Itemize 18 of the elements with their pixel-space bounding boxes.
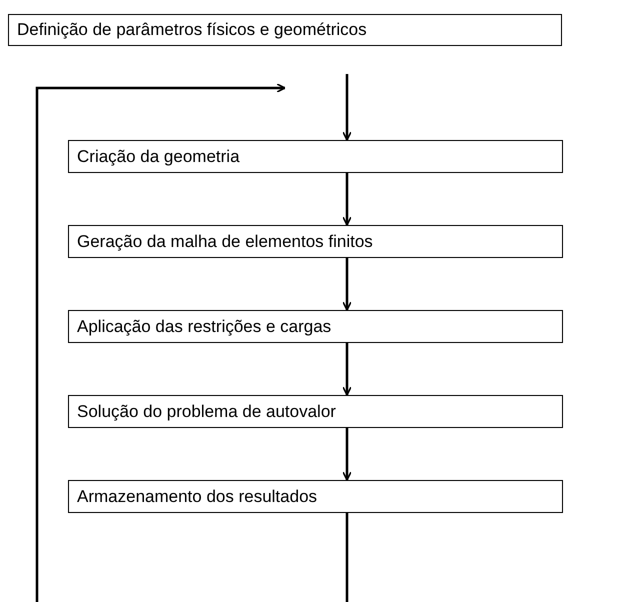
arrow bbox=[36, 83, 286, 602]
arrow bbox=[342, 343, 352, 396]
process-box bbox=[68, 395, 563, 428]
arrow bbox=[342, 258, 352, 311]
process-box bbox=[68, 225, 563, 258]
arrow bbox=[342, 173, 352, 226]
step-label: Aplicação das restrições e cargas bbox=[77, 316, 332, 336]
step-label: Definição de parâmetros físicos e geométricos bbox=[17, 20, 367, 40]
step-label: Solução do problema de autovalor bbox=[77, 402, 336, 422]
step-label: Geração da malha de elementos finitos bbox=[77, 232, 373, 252]
process-box bbox=[8, 14, 562, 46]
step-label: Armazenamento dos resultados bbox=[77, 486, 318, 506]
step-label: Criação da geometria bbox=[77, 146, 240, 166]
process-box bbox=[68, 140, 563, 173]
process-box bbox=[68, 480, 563, 513]
arrow bbox=[342, 428, 352, 481]
process-box bbox=[68, 310, 563, 343]
arrow bbox=[342, 74, 352, 141]
